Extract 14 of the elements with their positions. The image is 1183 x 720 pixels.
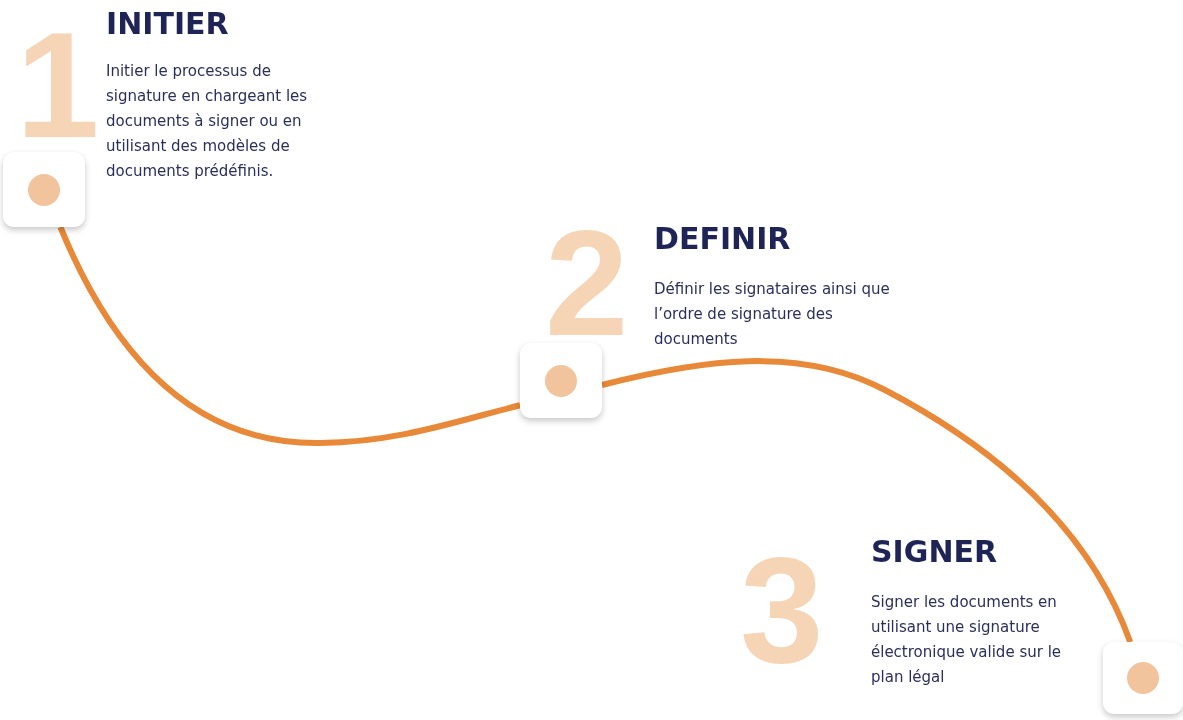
curved-connector xyxy=(601,358,1133,644)
step-heading: DEFINIR xyxy=(654,224,791,254)
step-number: 1 xyxy=(16,30,100,140)
step-marker xyxy=(1103,642,1183,714)
step-heading: SIGNER xyxy=(871,537,998,567)
curved-connector xyxy=(57,225,521,446)
step-marker xyxy=(520,343,602,418)
step-heading: INITIER xyxy=(106,9,229,39)
step-marker xyxy=(3,152,85,227)
step-number: 3 xyxy=(740,555,824,665)
step-description: Signer les documents en utilisant une signature électronique valide sur le plan légal xyxy=(871,592,1063,688)
step-description: Définir les signataires ainsi que l’ordre de signature des documents xyxy=(654,279,891,350)
step-number: 2 xyxy=(545,228,629,338)
step-description: Initier le processus de signature en chargeant les documents à signer ou en utilisant des modèles de documents prédéfinis. xyxy=(106,61,309,182)
